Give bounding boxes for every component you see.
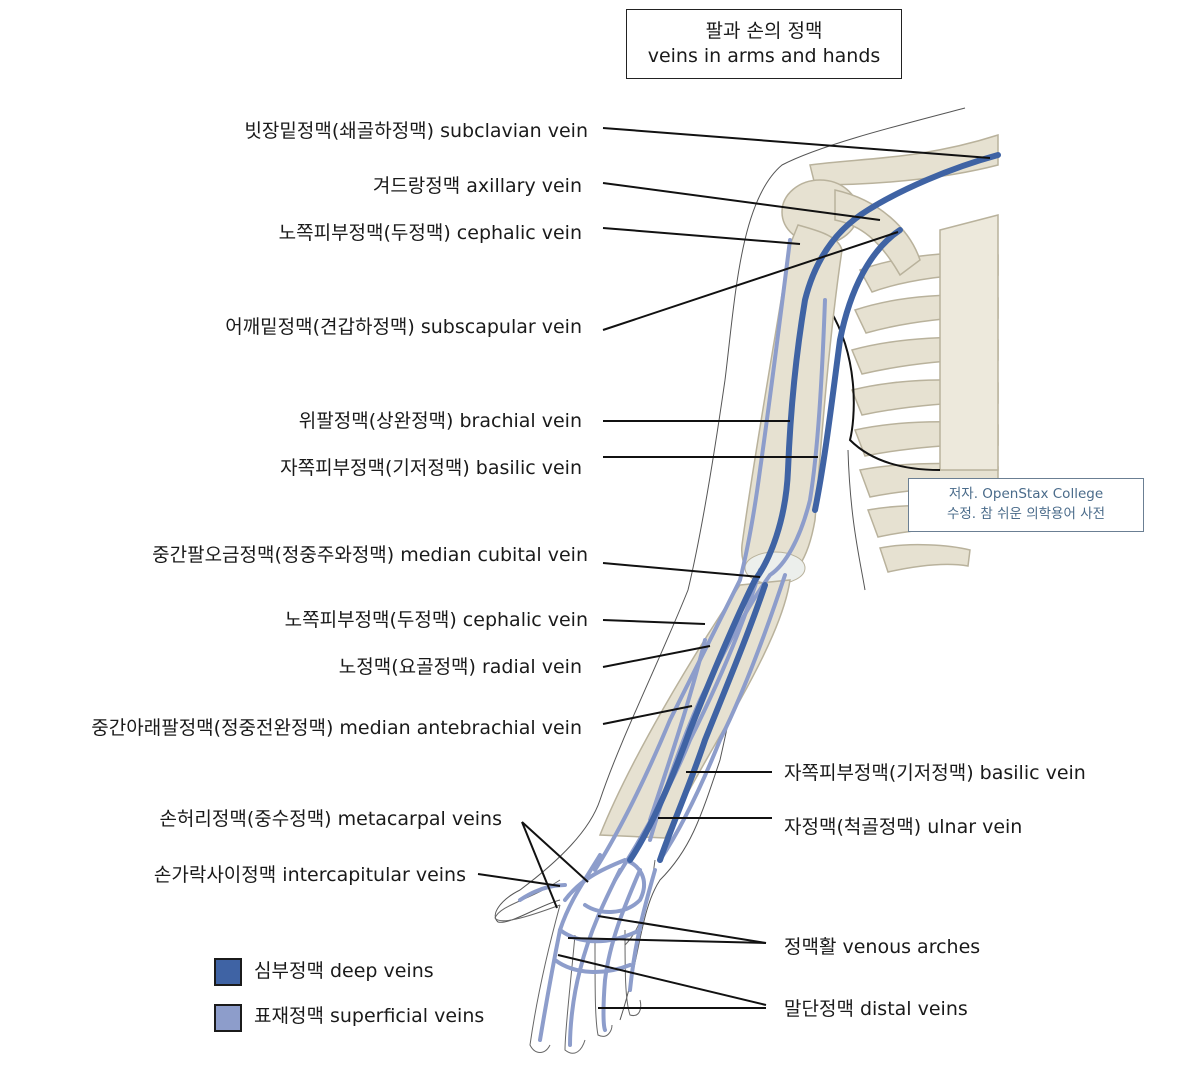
label-distal-veins: 말단정맥 distal veins <box>784 998 968 1020</box>
legend-label-superficial: 표재정맥 superficial veins <box>254 1005 485 1027</box>
label-median-cubital-vein: 중간팔오금정맥(정중주와정맥) median cubital vein <box>152 544 588 566</box>
label-cephalic-vein-lower: 노쪽피부정맥(두정맥) cephalic vein <box>284 609 588 631</box>
label-cephalic-vein-upper: 노쪽피부정맥(두정맥) cephalic vein <box>278 222 582 244</box>
label-intercapitular-veins: 손가락사이정맥 intercapitular veins <box>153 864 466 886</box>
legend-swatch-deep <box>214 958 242 986</box>
label-metacarpal-veins: 손허리정맥(중수정맥) metacarpal veins <box>159 808 502 830</box>
title-english: veins in arms and hands <box>647 45 881 67</box>
legend-swatch-superficial <box>214 1004 242 1032</box>
label-venous-arches: 정맥활 venous arches <box>784 936 981 958</box>
title-korean: 팔과 손의 정맥 <box>705 20 823 42</box>
label-basilic-vein-upper: 자쪽피부정맥(기저정맥) basilic vein <box>280 457 582 479</box>
label-subscapular-vein: 어깨밑정맥(견갑하정맥) subscapular vein <box>225 316 582 338</box>
credit-box: 저자. OpenStax College 수정. 참 쉬운 의학용어 사전 <box>908 478 1144 532</box>
figure-title: 팔과 손의 정맥 veins in arms and hands <box>626 9 902 79</box>
label-brachial-vein: 위팔정맥(상완정맥) brachial vein <box>298 410 582 432</box>
label-median-antebrachial-vein: 중간아래팔정맥(정중전완정맥) median antebrachial vein <box>91 717 582 739</box>
legend-label-deep: 심부정맥 deep veins <box>254 960 434 982</box>
lung-outline <box>829 309 941 471</box>
leader-lines <box>477 127 991 1009</box>
label-subclavian-vein: 빗장밑정맥(쇄골하정맥) subclavian vein <box>244 120 588 142</box>
label-axillary-vein: 겨드랑정맥 axillary vein <box>372 175 582 197</box>
label-ulnar-vein: 자정맥(척골정맥) ulnar vein <box>784 816 1023 838</box>
credit-modified: 수정. 참 쉬운 의학용어 사전 <box>946 506 1106 522</box>
deep-veins <box>627 152 1001 863</box>
ribcage <box>850 214 999 573</box>
credit-author: 저자. OpenStax College <box>948 486 1104 502</box>
label-radial-vein: 노정맥(요골정맥) radial vein <box>338 656 582 678</box>
label-basilic-vein-lower: 자쪽피부정맥(기저정맥) basilic vein <box>784 762 1086 784</box>
